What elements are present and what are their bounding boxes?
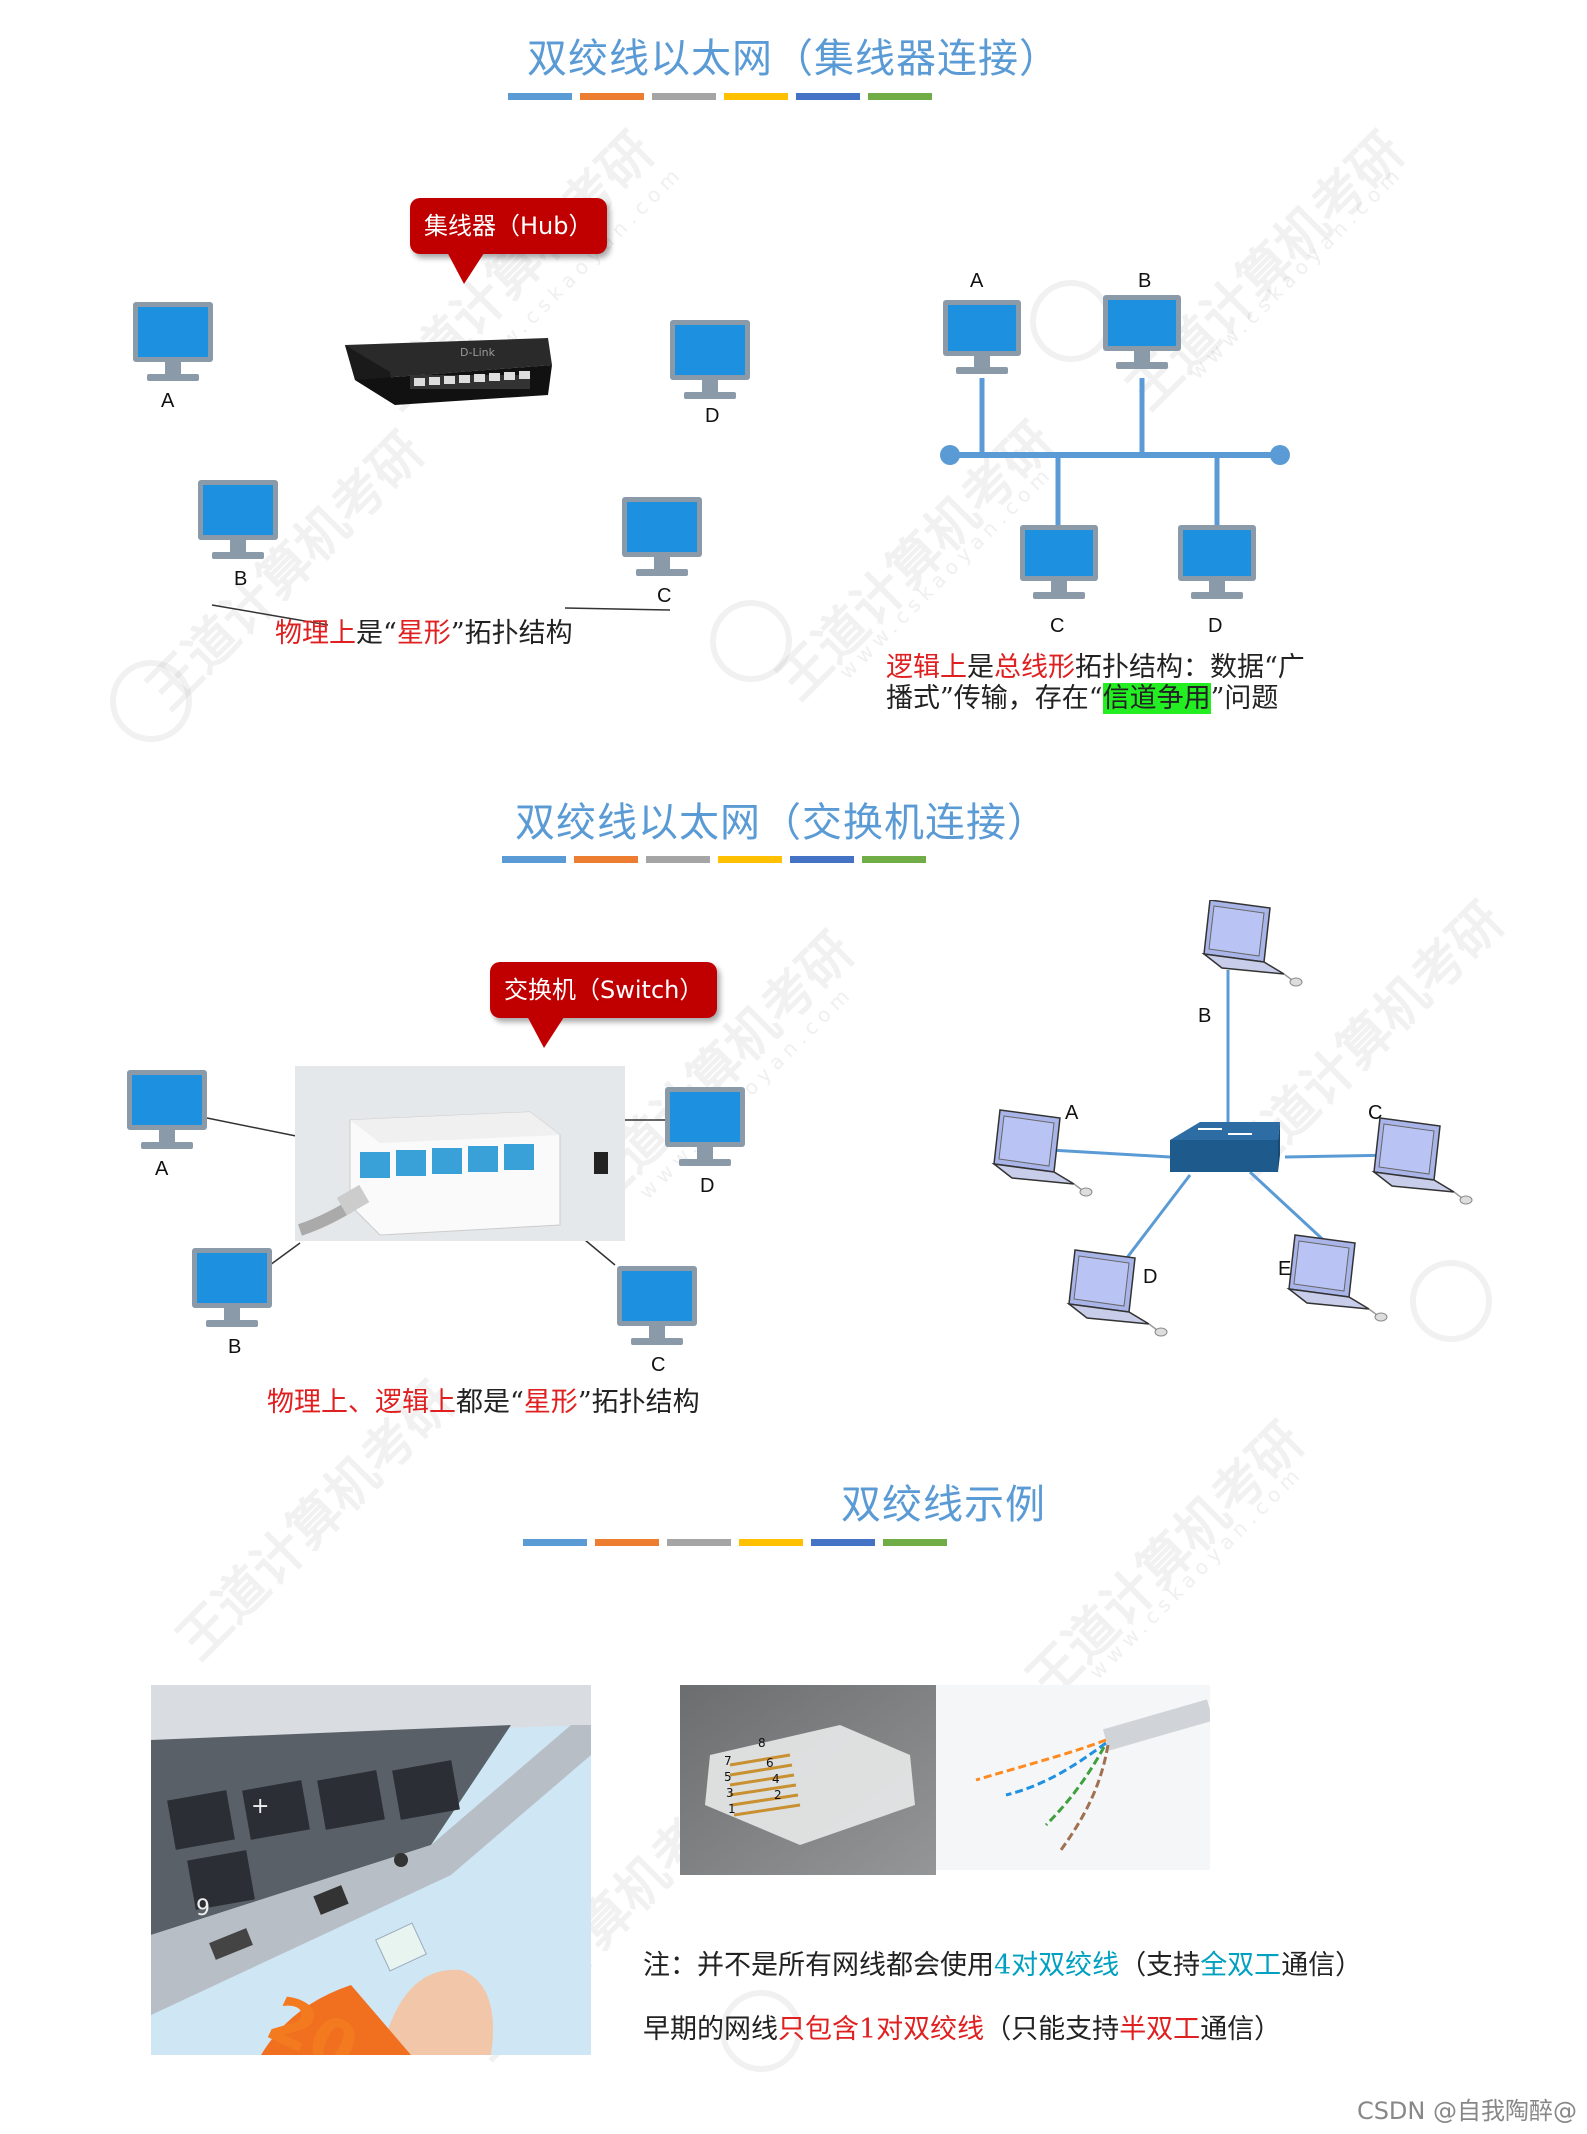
bus-computer-a-icon xyxy=(943,300,1021,374)
caption-text: ”拓扑结构 xyxy=(577,1387,700,1418)
computer-c-icon xyxy=(622,497,702,576)
pin-label: 3 xyxy=(726,1786,734,1800)
switch-label-d: D xyxy=(700,1175,715,1197)
bus-computer-b-icon xyxy=(1103,295,1181,369)
star-label-d: D xyxy=(1143,1266,1158,1288)
callout-hub: 集线器（Hub） xyxy=(410,198,607,284)
laptop-ethernet-photo: + 9 20 xyxy=(151,1685,591,2055)
star-label-e: E xyxy=(1278,1258,1292,1280)
laptop-d-icon xyxy=(1068,1249,1168,1337)
switch-computer-b-icon xyxy=(192,1248,272,1327)
switch-physical-diagram xyxy=(127,1066,745,1345)
svg-text:D-Link: D-Link xyxy=(460,346,496,359)
computer-a-icon xyxy=(133,302,213,381)
node-label-b: B xyxy=(234,568,248,590)
section-title-hub: 双绞线以太网（集线器连接） xyxy=(527,36,1060,82)
star-label-a: A xyxy=(1065,1102,1079,1124)
pin-label: 2 xyxy=(774,1788,782,1802)
note-half-duplex: 半双工 xyxy=(1119,2014,1201,2045)
pin-label: 4 xyxy=(772,1772,780,1786)
note-text: 早期的网线 xyxy=(643,2014,778,2045)
computer-b-icon xyxy=(198,480,278,559)
hub-device-icon: D-Link xyxy=(345,338,552,405)
node-label-c: C xyxy=(657,585,672,607)
bus-label-c: C xyxy=(1050,615,1065,637)
note-one-pair: 只包含1对双绞线 xyxy=(778,2014,985,2045)
switch-label-c: C xyxy=(651,1354,666,1376)
note-four-pairs: 4对双绞线 xyxy=(994,1950,1120,1981)
hub-physical-caption: 物理上是“星形”拓扑结构 xyxy=(275,618,573,649)
caption-logical: 逻辑上 xyxy=(886,652,967,683)
note-full-duplex: 全双工 xyxy=(1200,1950,1282,1981)
switch-label-a: A xyxy=(155,1158,169,1180)
note-text: （只能支持 xyxy=(984,2014,1120,2045)
caption-text: ”拓扑结构 xyxy=(450,618,573,649)
bus-caption-line2: 播式”传输，存在“信道争用”问题 xyxy=(886,683,1346,714)
bus-computer-d-icon xyxy=(1178,525,1256,599)
bus-logical-diagram xyxy=(940,295,1290,599)
switch-computer-d-icon xyxy=(665,1087,745,1166)
pin-label: 1 xyxy=(728,1802,736,1816)
callout-switch-label: 交换机（Switch） xyxy=(504,976,704,1004)
section-title-switch: 双绞线以太网（交换机连接） xyxy=(515,800,1048,846)
rj45-connector-photo: 8 7 6 5 4 3 2 1 xyxy=(680,1685,936,1875)
switch-computer-c-icon xyxy=(617,1266,697,1345)
network-switch-icon xyxy=(1170,1122,1280,1172)
pin-label: 7 xyxy=(724,1754,732,1768)
bus-label-d: D xyxy=(1208,615,1223,637)
footer-credit: CSDN @自我陶醉@ xyxy=(1356,2097,1577,2125)
caption-physical-logical: 物理上、逻辑上 xyxy=(267,1387,456,1418)
pin-label: 5 xyxy=(724,1770,732,1784)
note-text: （支持 xyxy=(1119,1950,1201,1981)
caption-bus: 总线形 xyxy=(994,652,1075,683)
caption-text: 拓扑结构：数据“广 xyxy=(1075,652,1305,683)
title-underline-bar xyxy=(508,93,932,100)
bus-label-b: B xyxy=(1138,270,1152,292)
section-title-example: 双绞线示例 xyxy=(841,1482,1046,1528)
bus-caption-line1: 逻辑上是总线形拓扑结构：数据“广 xyxy=(886,652,1346,683)
switch-computer-a-icon xyxy=(127,1070,207,1149)
title-underline-bar xyxy=(523,1539,947,1546)
pin-label: 6 xyxy=(766,1756,774,1770)
bus-label-a: A xyxy=(970,270,984,292)
watermark-text: 王道计算机考研 xyxy=(1015,1411,1316,1712)
switch-photo xyxy=(295,1066,625,1241)
star-label-c: C xyxy=(1368,1102,1383,1124)
note-text: 通信） xyxy=(1200,2014,1282,2045)
star-label-b: B xyxy=(1198,1005,1212,1027)
caption-text: 播式”传输，存在“ xyxy=(886,683,1103,714)
caption-text: ”问题 xyxy=(1210,683,1279,714)
note-line-2: 早期的网线只包含1对双绞线（只能支持半双工通信） xyxy=(643,2014,1281,2045)
caption-star: 星形 xyxy=(396,618,451,649)
callout-hub-label: 集线器（Hub） xyxy=(424,212,593,240)
switch-caption: 物理上、逻辑上都是“星形”拓扑结构 xyxy=(267,1387,700,1418)
keyboard-key-plus: + xyxy=(251,1794,269,1819)
keyboard-key-9: 9 xyxy=(196,1896,210,1921)
node-label-a: A xyxy=(161,390,175,412)
twisted-pair-cable-photo xyxy=(936,1685,1210,1870)
note-text: 注：并不是所有网线都会使用 xyxy=(643,1950,994,1981)
watermark-logo-icon xyxy=(110,660,192,742)
bus-logical-caption: 逻辑上是总线形拓扑结构：数据“广 播式”传输，存在“信道争用”问题 xyxy=(886,652,1346,714)
laptop-e-icon xyxy=(1288,1234,1388,1322)
node-label-d: D xyxy=(705,405,720,427)
switch-star-diagram xyxy=(993,900,1473,1337)
caption-physical: 物理上 xyxy=(275,618,356,649)
computer-d-icon xyxy=(670,320,750,399)
caption-star: 星形 xyxy=(523,1387,578,1418)
pin-label: 8 xyxy=(758,1736,766,1750)
laptop-b-icon xyxy=(1203,900,1303,987)
callout-switch: 交换机（Switch） xyxy=(490,962,718,1048)
laptop-c-icon xyxy=(1373,1117,1473,1205)
hub-physical-diagram: D-Link xyxy=(133,302,750,626)
caption-contention: 信道争用 xyxy=(1102,683,1211,714)
bus-computer-c-icon xyxy=(1020,525,1098,599)
note-line-1: 注：并不是所有网线都会使用4对双绞线（支持全双工通信） xyxy=(643,1950,1362,1981)
caption-text: 都是“ xyxy=(456,1387,524,1418)
switch-label-b: B xyxy=(228,1336,242,1358)
caption-text: 是 xyxy=(967,652,994,683)
caption-text: 是“ xyxy=(356,618,397,649)
title-underline-bar xyxy=(502,856,926,863)
note-text: 通信） xyxy=(1281,1950,1363,1981)
